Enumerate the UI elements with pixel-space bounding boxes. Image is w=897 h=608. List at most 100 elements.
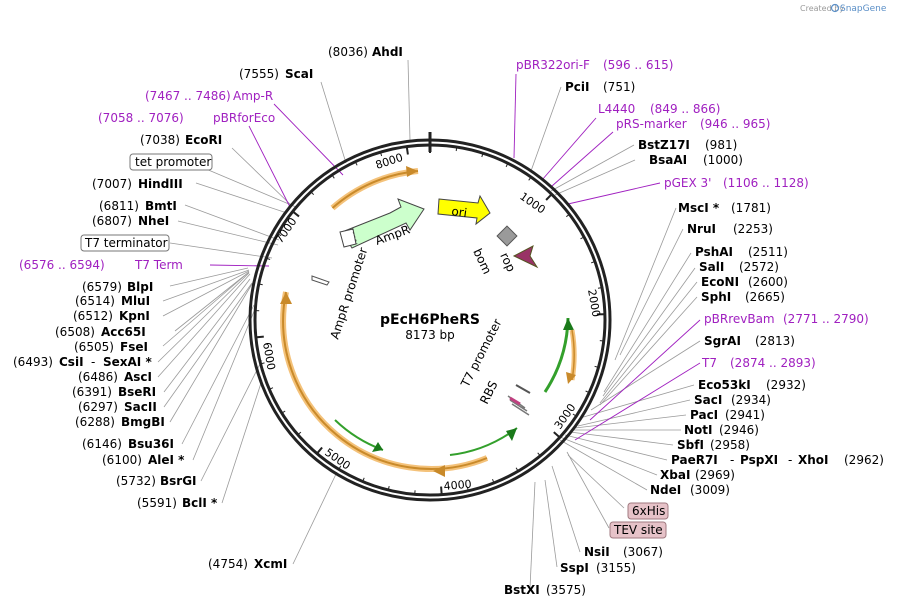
tick-mark	[545, 194, 552, 201]
feature-label-rbs: RBS	[477, 379, 500, 407]
enzyme-site[interactable]: XbaI	[660, 468, 690, 482]
enzyme-pos: (2600)	[748, 275, 788, 289]
primer-site[interactable]: pBRforEco	[213, 111, 275, 125]
ampr-feature[interactable]	[341, 198, 425, 249]
enzyme-pos: (6493)	[13, 355, 53, 369]
enzyme-site[interactable]: AhdI	[372, 45, 403, 59]
enzyme-site[interactable]: NdeI	[650, 483, 681, 497]
rop-feature[interactable]	[512, 245, 539, 269]
enzyme-site[interactable]: BseRI	[118, 385, 156, 399]
enzyme-site[interactable]: PacI	[690, 408, 718, 422]
tick-mark	[316, 446, 323, 454]
leader-line	[157, 272, 250, 363]
enzyme-site[interactable]: PspXI	[740, 453, 778, 467]
enzyme-site[interactable]: XcmI	[254, 557, 287, 571]
tick-mark	[466, 486, 469, 490]
enzyme-site[interactable]: BmgBI	[121, 415, 165, 429]
enzyme-site[interactable]: Eco53kI	[698, 378, 751, 392]
enzyme-site[interactable]: BmtI	[145, 199, 177, 213]
leader-line	[292, 471, 338, 565]
enzyme-site[interactable]: KpnI	[119, 309, 150, 323]
enzyme-site[interactable]: SacI	[694, 393, 722, 407]
primer-site[interactable]: Amp-R	[233, 89, 273, 103]
tick-label-6000: 6000	[260, 341, 278, 371]
primer-pos: (2771 .. 2790)	[783, 312, 869, 326]
enzyme-pos: (1781)	[731, 201, 771, 215]
tick-mark	[553, 431, 560, 438]
box-label-t7-terminator[interactable]: T7 terminator	[84, 236, 168, 250]
enzyme-site[interactable]: BsaAI	[649, 153, 687, 167]
primer-site[interactable]: pGEX 3'	[664, 176, 711, 190]
primer-site[interactable]: pBRrevBam	[704, 312, 775, 326]
feature-label-rop: rop	[497, 250, 518, 274]
t7-term-feature	[311, 275, 330, 286]
tick-mark	[355, 162, 358, 166]
enzyme-site[interactable]: AleI *	[148, 453, 185, 467]
tick-mark	[267, 258, 271, 260]
leader-line	[599, 281, 698, 404]
enzyme-site[interactable]: BstXI	[504, 583, 540, 597]
enzyme-site[interactable]: Bsu36I	[128, 437, 174, 451]
enzyme-site[interactable]: Acc65I	[101, 325, 146, 339]
primer-site[interactable]: pBR322ori-F	[516, 58, 590, 72]
leader-line	[564, 434, 668, 461]
enzyme-site[interactable]: XhoI	[798, 453, 829, 467]
enzyme-site[interactable]: ScaI	[285, 67, 313, 81]
primer-site[interactable]: T7	[701, 356, 717, 370]
enzyme-site[interactable]: NsiI	[584, 545, 610, 559]
enzyme-site[interactable]: EcoRI	[185, 133, 222, 147]
enzyme-site[interactable]: MluI	[121, 294, 150, 308]
enzyme-site[interactable]: BclI *	[182, 496, 218, 510]
enzyme-pos: (2253)	[733, 222, 773, 236]
enzyme-site[interactable]: BlpI	[127, 280, 153, 294]
enzyme-site[interactable]: NheI	[138, 214, 169, 228]
bom-feature[interactable]	[496, 225, 518, 247]
svg-text:-: -	[730, 453, 734, 467]
enzyme-site[interactable]: FseI	[120, 340, 148, 354]
enzyme-pos: (2941)	[725, 408, 765, 422]
enzyme-site[interactable]: BsrGI	[160, 474, 197, 488]
primer-leader-line	[209, 264, 270, 267]
primer-pos: (6576 .. 6594)	[19, 258, 105, 272]
leader-line	[577, 399, 691, 427]
tick-mark	[505, 163, 508, 168]
credit-brand[interactable]: SnapGene	[840, 4, 887, 14]
enzyme-site[interactable]: BstZ17I	[638, 138, 690, 152]
leader-line	[569, 431, 674, 446]
enzyme-site[interactable]: SacII	[124, 400, 157, 414]
enzyme-site[interactable]: NotI	[684, 423, 713, 437]
enzyme-pos: (3009)	[690, 483, 730, 497]
enzyme-site[interactable]: CsiI	[59, 355, 84, 369]
features	[311, 194, 539, 416]
primer-site[interactable]: pRS-marker	[616, 117, 687, 131]
feature-label-bom: bom	[470, 246, 494, 276]
enzyme-site[interactable]: MscI *	[678, 201, 720, 215]
enzyme-site[interactable]: NruI	[687, 222, 716, 236]
primer-site[interactable]: L4440	[598, 102, 635, 116]
primer-pos: (1106 .. 1128)	[723, 176, 809, 190]
ampr-promoter-feature[interactable]	[339, 228, 357, 248]
enzyme-site[interactable]: SspI	[560, 561, 589, 575]
enzyme-site[interactable]: SgrAI	[704, 334, 741, 348]
tick-mark	[380, 152, 383, 157]
enzyme-site[interactable]: HindIII	[138, 177, 183, 191]
ori-feature[interactable]	[437, 194, 491, 226]
enzyme-site[interactable]: PaeR7I	[671, 453, 718, 467]
enzyme-site[interactable]: SexAI *	[103, 355, 152, 369]
enzyme-site[interactable]: SalI	[699, 260, 724, 274]
primer-site[interactable]: T7 Term	[134, 258, 183, 272]
enzyme-site[interactable]: PshAI	[695, 245, 733, 259]
box-label-tet-promoter[interactable]: tet promoter	[135, 155, 211, 169]
enzyme-site[interactable]: SbfI	[677, 438, 704, 452]
enzyme-site[interactable]: AscI	[124, 370, 152, 384]
leader-line	[184, 204, 280, 241]
tick-marks	[256, 132, 604, 494]
enzyme-site[interactable]: SphI	[701, 290, 731, 304]
enzyme-site[interactable]: EcoNI	[701, 275, 739, 289]
box-label-tev-site[interactable]: TEV site	[613, 523, 663, 537]
plasmid-size: 8173 bp	[405, 328, 455, 342]
enzyme-site[interactable]: PciI	[565, 80, 590, 94]
box-label-6xhis[interactable]: 6xHis	[632, 504, 665, 518]
enzyme-pos: (6100)	[102, 453, 142, 467]
